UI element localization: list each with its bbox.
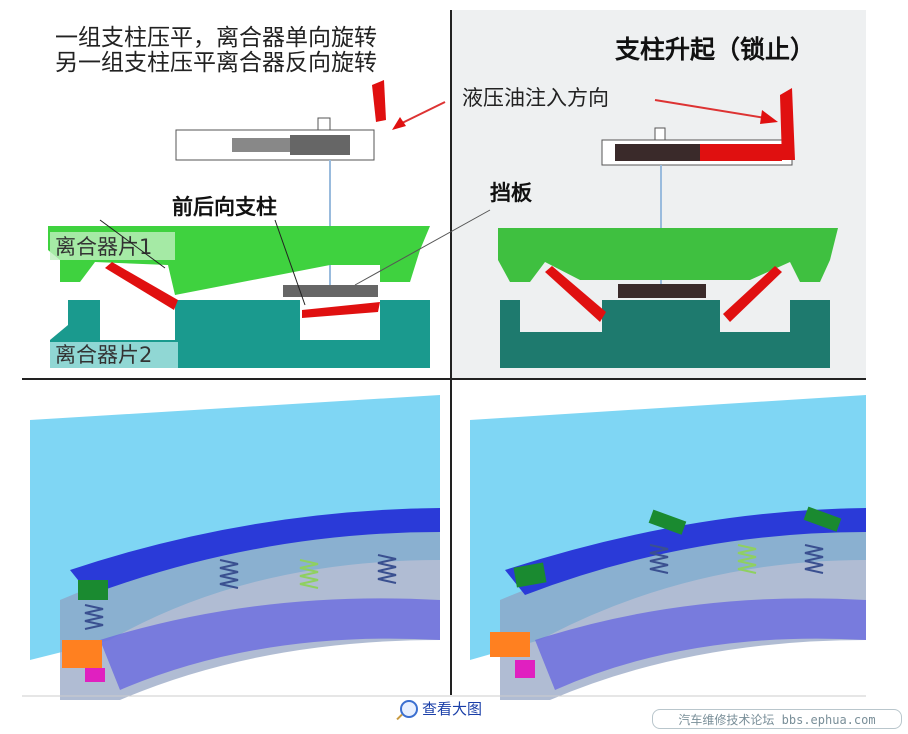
caption-line1: 一组支柱压平，离合器单向旋转 (55, 25, 377, 51)
magnifier-icon (400, 699, 418, 718)
leader-line (274, 219, 306, 306)
arrowhead (760, 110, 778, 124)
baffle-left (283, 285, 378, 297)
view-large-label: 查看大图 (422, 700, 483, 718)
arrowhead (392, 117, 406, 130)
caption-line2: 另一组支柱压平离合器反向旋转 (55, 50, 377, 76)
baffle-label: 挡板 (490, 181, 533, 205)
locked-title: 支柱升起（锁止） (615, 35, 815, 64)
view-large-link[interactable]: 查看大图 (400, 698, 482, 719)
oil-direction-label: 液压油注入方向 (462, 86, 609, 110)
hydraulic-piston-left (175, 80, 386, 295)
clutch-plate-2-locked (500, 300, 830, 368)
strut-right (302, 302, 380, 318)
strut-left (105, 262, 178, 310)
leader-line (354, 209, 491, 286)
oil-arrow-left (397, 101, 446, 126)
watermark: 汽车维修技术论坛 bbs.ephua.com (652, 709, 902, 729)
clutch-plate-1-locked (498, 228, 838, 282)
clutch-3d-unlocked (22, 382, 450, 700)
clutch-3d-locked (453, 382, 866, 700)
baffle-right (618, 284, 706, 298)
plate1-label: 离合器片1 (55, 235, 152, 259)
plate1-label-bg (50, 232, 175, 260)
oil-arrow-right (654, 99, 766, 119)
strut-raised-left (545, 266, 606, 322)
plate2-label: 离合器片2 (55, 343, 152, 367)
plate2-label-bg (50, 342, 178, 368)
leader-line (99, 219, 166, 269)
strut-label: 前后向支柱 (172, 195, 277, 219)
strut-raised-right (723, 266, 782, 322)
